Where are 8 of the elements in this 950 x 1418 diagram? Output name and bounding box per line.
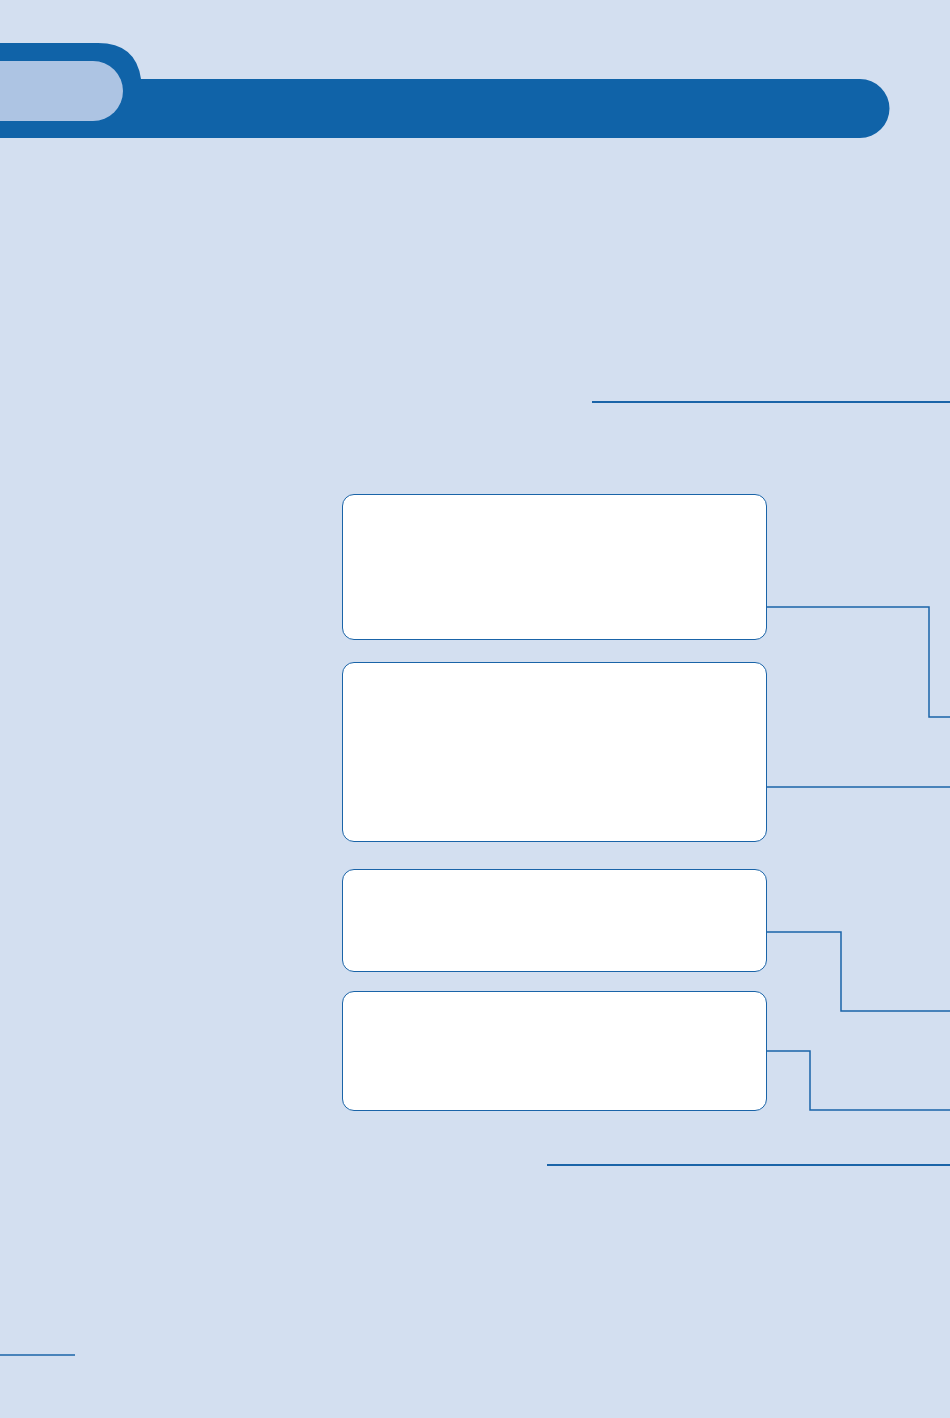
blank-box (342, 991, 767, 1111)
blank-box (342, 662, 767, 842)
blank-box (342, 494, 767, 640)
connector-line (766, 786, 950, 788)
blank-box (342, 869, 767, 972)
connector-line (766, 606, 950, 718)
connector-line (766, 931, 950, 1012)
connector-line (766, 1050, 950, 1111)
